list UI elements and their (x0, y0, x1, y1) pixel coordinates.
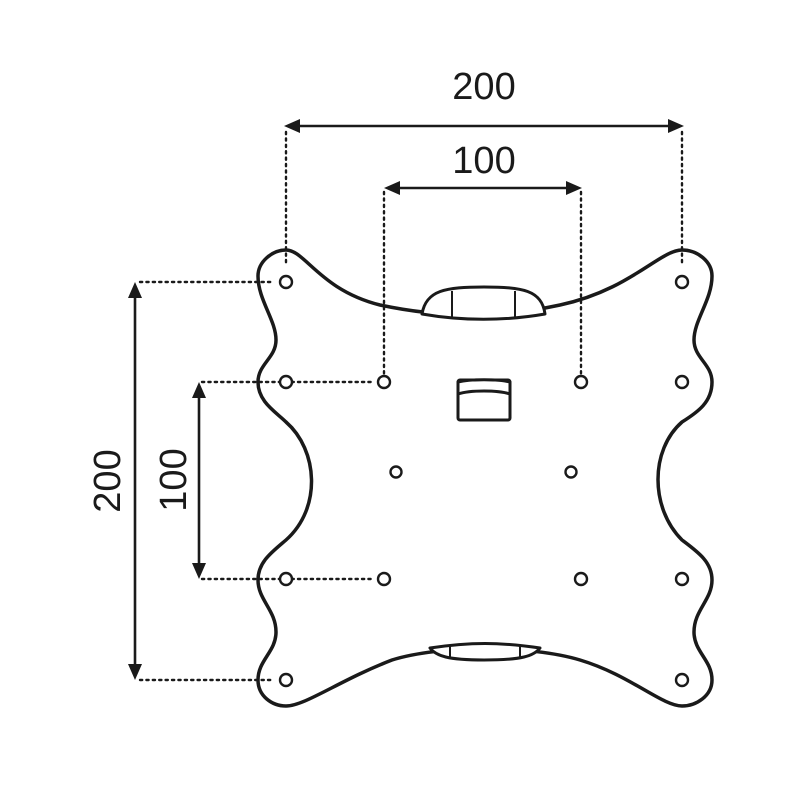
hole-100-bottom-right (573, 571, 589, 587)
hole-200-top-right (674, 274, 690, 290)
hole-row2-right (674, 374, 690, 390)
label-vertical-outer: 200 (87, 449, 129, 512)
hole-200-top-left (278, 274, 294, 290)
dimension-arrow-horizontal-outer (284, 119, 684, 133)
label-horizontal-outer: 200 (452, 66, 515, 108)
top-extension-lines (284, 130, 684, 378)
center-latch (456, 378, 512, 422)
hole-100-top-right (573, 374, 589, 390)
hole-row4-left (278, 571, 294, 587)
hole-row2-left (278, 374, 294, 390)
hole-100-bottom-left (376, 571, 392, 587)
dimension-arrow-vertical-outer (128, 282, 142, 680)
dimension-arrow-horizontal-inner (384, 181, 582, 195)
label-vertical-inner: 100 (153, 448, 195, 511)
hole-100-top-left (376, 374, 392, 390)
hole-200-bottom-left (278, 672, 294, 688)
top-bracket-tab (420, 285, 547, 321)
dimension-arrow-vertical-inner (192, 382, 206, 579)
hole-75-right (564, 465, 578, 479)
label-horizontal-inner: 100 (452, 140, 515, 182)
hole-75-left (389, 465, 403, 479)
hole-200-bottom-right (674, 672, 690, 688)
mounting-plate-outline (256, 248, 714, 708)
bottom-bracket-tab (428, 642, 542, 662)
hole-row4-right (674, 571, 690, 587)
mounting-holes (278, 274, 690, 688)
